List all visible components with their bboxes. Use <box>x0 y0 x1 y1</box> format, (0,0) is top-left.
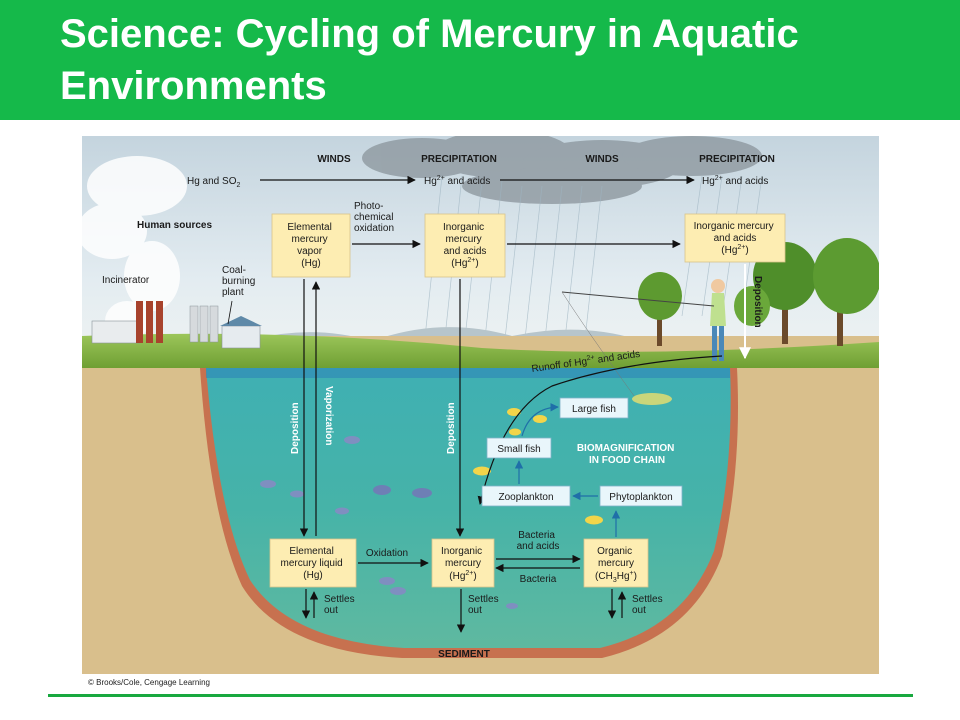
hg2-acids-label-1: Hg2+ and acids <box>424 175 490 187</box>
svg-text:(Hg2+): (Hg2+) <box>451 257 478 269</box>
box-small-fish: Small fish <box>486 437 552 459</box>
credit-strip <box>82 674 879 690</box>
svg-text:Zooplankton: Zooplankton <box>498 492 553 503</box>
precipitation-header-1: PRECIPITATION <box>421 154 497 165</box>
settles-label-1: Settles out <box>324 594 357 616</box>
biomagnification-label: BIOMAGNIFICATION IN FOOD CHAIN <box>577 443 677 466</box>
diagram-canvas: WINDS PRECIPITATION WINDS PRECIPITATION … <box>82 136 879 690</box>
credit-text: © Brooks/Cole, Cengage Learning <box>88 678 210 687</box>
svg-text:Organic mercury: Organic mercury <box>597 546 635 569</box>
settles-label-2: Settles out <box>468 594 501 616</box>
svg-text:Elemental mercury liquid: Elemental mercury liquid (Hg) <box>280 546 345 581</box>
svg-text:(CH3Hg+): (CH3Hg+) <box>595 570 637 584</box>
coal-plant-pointer <box>227 300 233 325</box>
box-elemental-liquid: Elemental mercury liquid (Hg) <box>269 538 357 588</box>
svg-text:(Hg2+): (Hg2+) <box>721 244 748 256</box>
trees <box>638 238 879 346</box>
photochemical-oxidation-label: Photo- chemical oxidation <box>354 201 396 234</box>
incinerator-building <box>91 301 163 344</box>
settles-label-3: Settles out <box>632 594 665 616</box>
box-organic-mercury: Organic mercury (CH3Hg+) <box>583 538 649 588</box>
svg-text:Small fish: Small fish <box>497 444 540 455</box>
precipitation-header-2: PRECIPITATION <box>699 154 775 165</box>
coal-plant-building <box>189 305 262 349</box>
svg-text:Inorganic mercury and ac: Inorganic mercury and acids <box>694 221 777 244</box>
svg-text:Elemental mercury: Elemental mercury vapor (Hg) <box>287 222 334 269</box>
incinerator-label: Incinerator <box>102 275 150 286</box>
svg-text:Inorganic mercury: Inorganic mercury <box>441 546 485 569</box>
box-large-fish: Large fish <box>559 397 629 419</box>
svg-text:(Hg2+): (Hg2+) <box>449 570 476 582</box>
bacteria-acids-label: Bacteria and acids <box>517 530 560 552</box>
vaporization-label: Vaporization <box>323 386 334 445</box>
svg-text:Phytoplankton: Phytoplankton <box>609 492 672 503</box>
fish-school <box>260 393 672 609</box>
hg-so2-label: Hg and SO2 <box>187 176 240 189</box>
box-phytoplankton: Phytoplankton <box>599 485 683 507</box>
box-inorganic-right: Inorganic mercury and acids (Hg2+) <box>684 213 786 263</box>
sediment-label: SEDIMENT <box>438 649 490 660</box>
deposition-label-left: Deposition <box>290 402 301 454</box>
hg2-acids-label-2: Hg2+ and acids <box>702 175 768 187</box>
svg-text:Large fish: Large fish <box>572 404 616 415</box>
mercury-cycle-diagram: WINDS PRECIPITATION WINDS PRECIPITATION … <box>82 136 879 690</box>
human-sources-label: Human sources <box>137 220 212 231</box>
title-bar: Science: Cycling of Mercury in Aquatic E… <box>0 0 960 120</box>
box-inorganic-air: Inorganic mercury and acids (Hg2+) <box>424 213 506 278</box>
deposition-label-mid: Deposition <box>446 402 457 454</box>
fisherman <box>561 279 726 401</box>
oxidation-label: Oxidation <box>366 548 408 559</box>
water-surface <box>206 368 730 378</box>
box-inorganic-water: Inorganic mercury (Hg2+) <box>431 538 495 588</box>
coal-plant-label: Coal- burning plant <box>222 265 258 298</box>
box-elemental-vapor: Elemental mercury vapor (Hg) <box>271 213 351 278</box>
small-to-large-fish-arrow <box>521 403 559 437</box>
bottom-rule <box>48 694 913 697</box>
winds-header-2: WINDS <box>585 154 619 165</box>
bacteria-label: Bacteria <box>520 574 557 585</box>
winds-header-1: WINDS <box>317 154 351 165</box>
deposition-label-right: Deposition <box>752 276 763 328</box>
storm-clouds <box>362 136 762 204</box>
box-zooplankton: Zooplankton <box>481 485 571 507</box>
slide-title: Science: Cycling of Mercury in Aquatic E… <box>60 12 799 108</box>
svg-text:Inorganic mercury: Inorganic mercury and acids <box>443 222 487 257</box>
